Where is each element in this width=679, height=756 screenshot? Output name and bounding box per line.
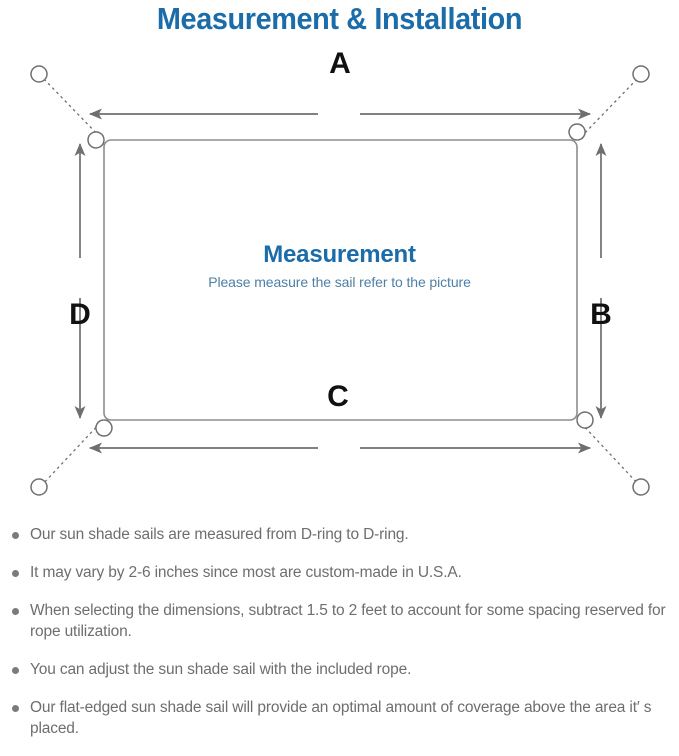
d-ring-bottom-left [95,419,113,437]
list-item-text: Our sun shade sails are measured from D-… [30,526,409,543]
list-item-text: Our flat-edged sun shade sail will provi… [30,699,652,737]
list-item-text: You can adjust the sun shade sail with t… [30,661,412,678]
rope-line-top-left [41,76,101,138]
list-item: It may vary by 2-6 inches since most are… [0,562,679,583]
diagram-svg [30,65,650,496]
d-ring-top-right [568,123,586,141]
rope-line-bottom-right [580,422,640,486]
sun-shade-sail-diagram: A B C D [0,48,679,518]
list-item: You can adjust the sun shade sail with t… [0,659,679,680]
dimension-label-b: B [590,298,612,331]
bullet-icon [12,705,19,712]
d-ring-bottom-right [576,411,594,429]
list-item: Our sun shade sails are measured from D-… [0,524,679,545]
list-item: Our flat-edged sun shade sail will provi… [0,697,679,739]
bullet-icon [12,667,19,674]
list-item-text: It may vary by 2-6 inches since most are… [30,564,462,581]
anchor-point-top-right [632,65,650,83]
bullet-icon [12,608,19,615]
bullet-icon [12,532,19,539]
list-item: When selecting the dimensions, subtract … [0,600,679,642]
dimension-label-a: A [329,47,351,80]
list-item-text: When selecting the dimensions, subtract … [30,602,666,640]
bullet-icon [12,570,19,577]
anchor-point-bottom-left [30,478,48,496]
dimension-label-d: D [69,298,91,331]
anchor-point-top-left [30,65,48,83]
sail-body [103,139,578,421]
notes-list: Our sun shade sails are measured from D-… [0,524,679,756]
anchor-point-bottom-right [632,478,650,496]
rope-line-top-right [580,76,640,138]
rope-line-bottom-left [41,422,101,486]
dimension-label-c: C [327,380,349,413]
d-ring-top-left [87,131,105,149]
page-title: Measurement & Installation [156,1,523,36]
